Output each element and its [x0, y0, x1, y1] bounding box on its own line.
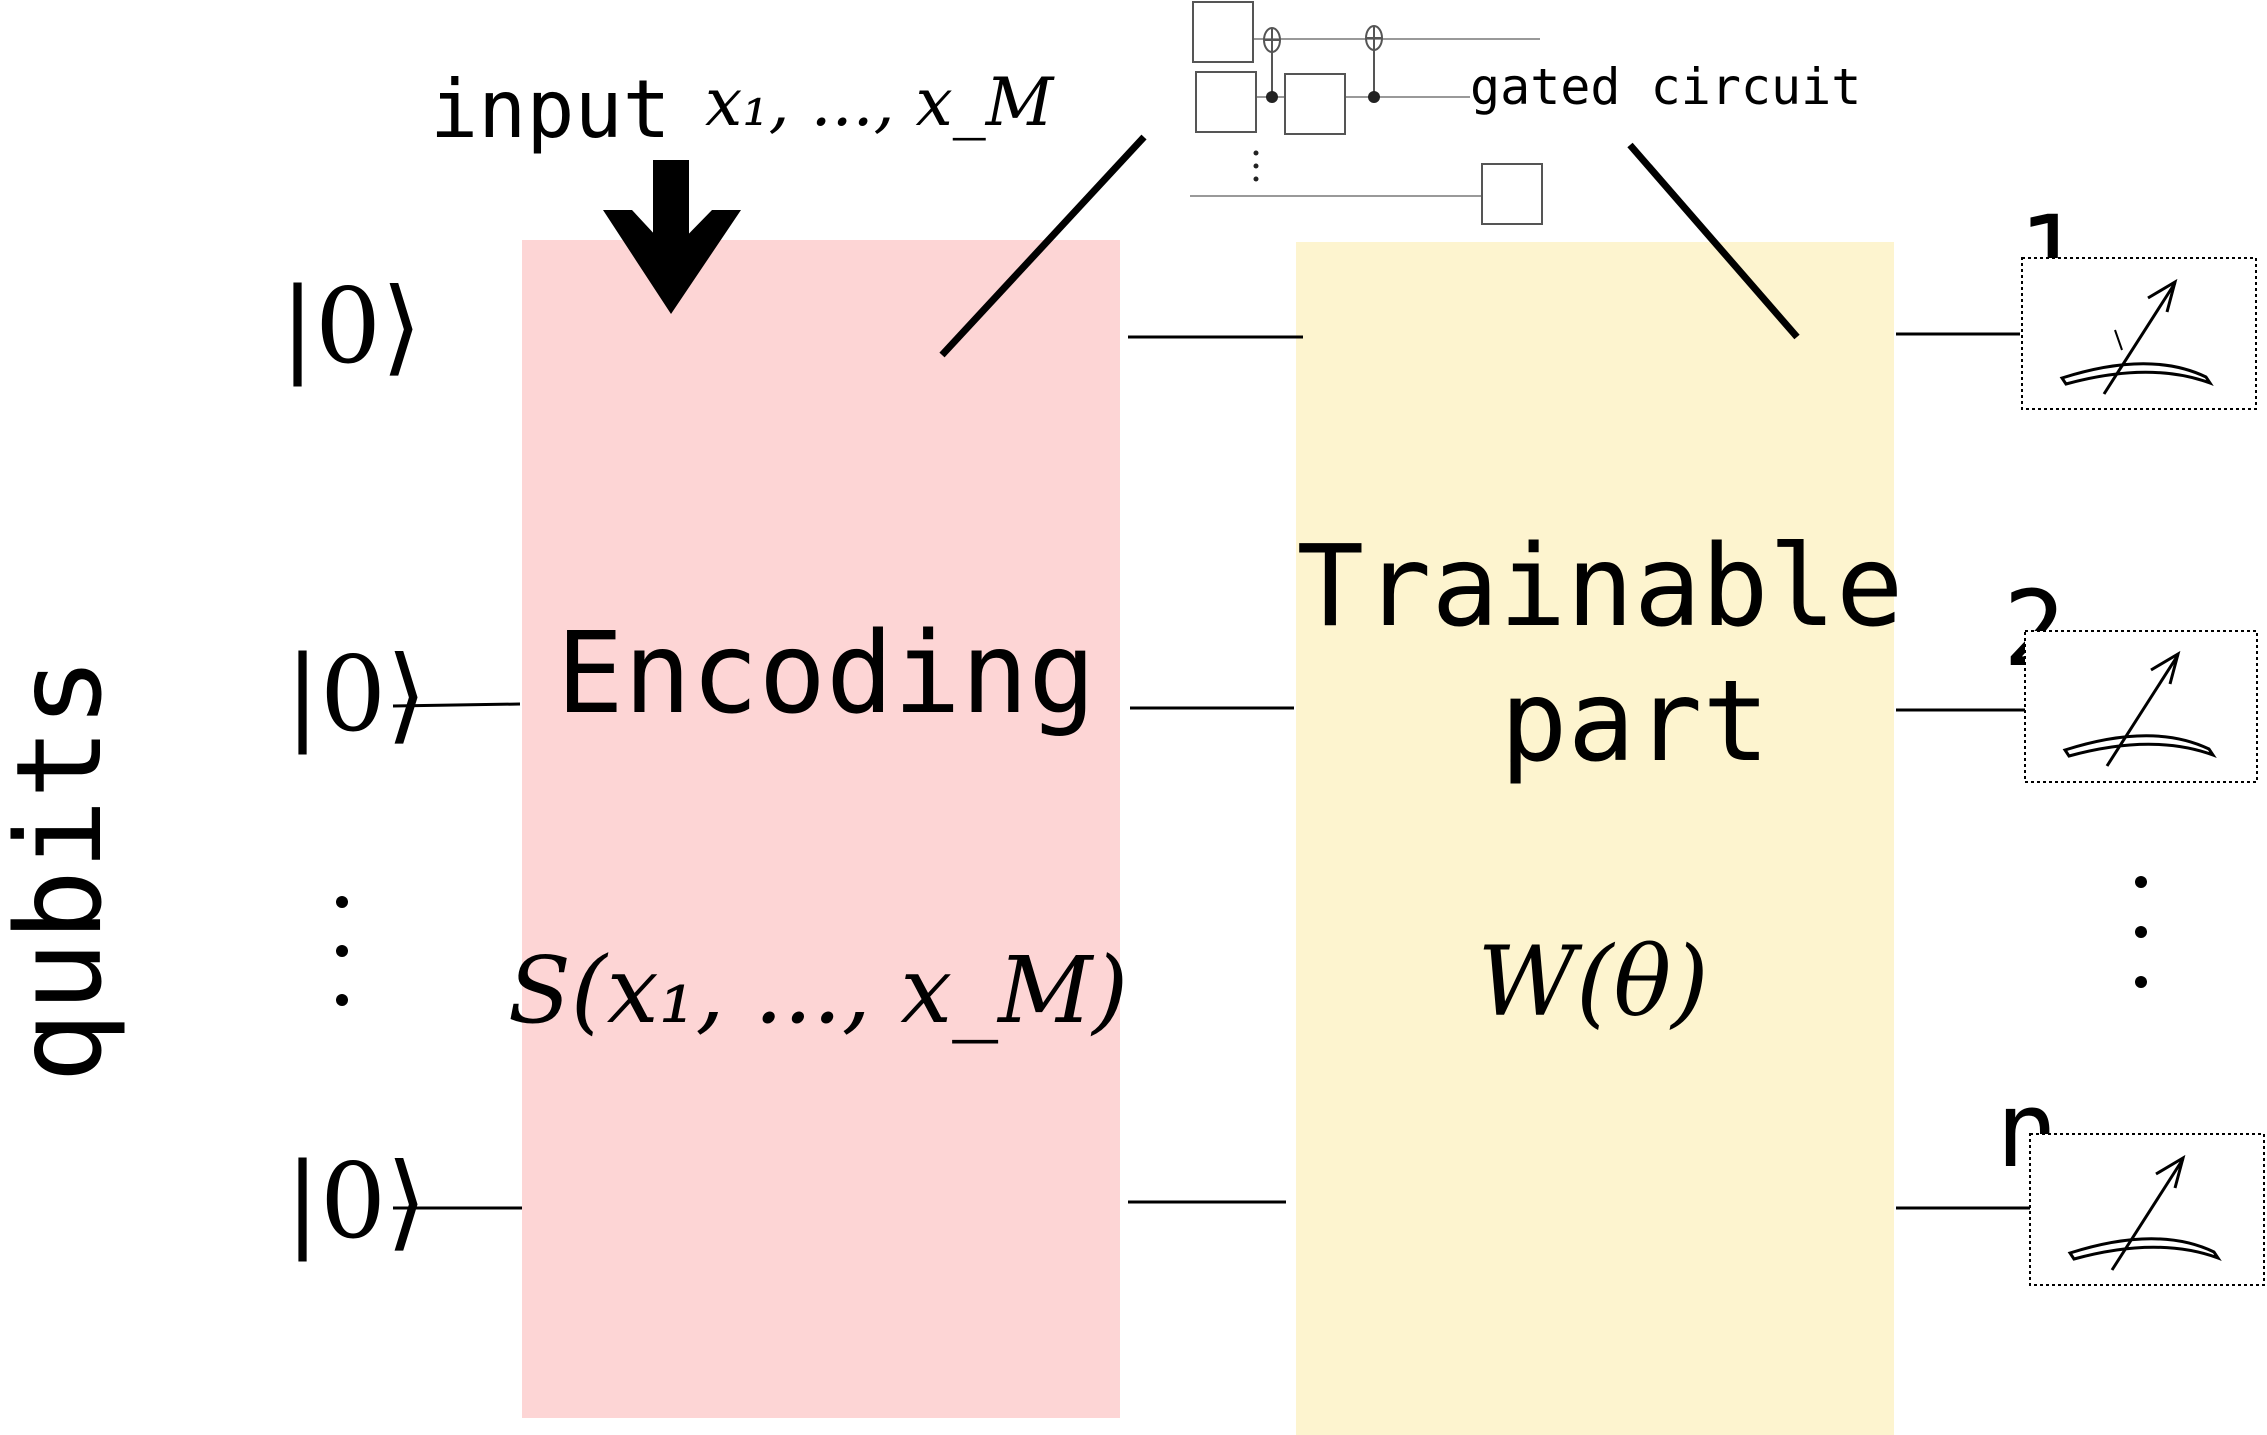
encoding-title: Encoding — [556, 609, 1095, 739]
trainable-title-line2: part — [1500, 657, 1770, 787]
trainable-title-line1: Trainable — [1297, 522, 1904, 652]
inset-gate-2 — [1195, 71, 1257, 133]
input-label: input — [430, 63, 671, 156]
qubit-n-ket: |0⟩ — [285, 1140, 427, 1262]
measurement-meter-2 — [2024, 630, 2258, 783]
encoding-block — [522, 240, 1120, 1418]
left-vertical-dots — [336, 896, 348, 1006]
inset-gate-3 — [1284, 73, 1346, 135]
inset-gate-4 — [1481, 163, 1543, 225]
zoom-lines — [939, 134, 1800, 358]
gated-circuit-inset — [1190, 1, 1543, 225]
right-vertical-dots — [2135, 876, 2147, 988]
measurement-meter-n — [2029, 1133, 2265, 1286]
qubit-2-ket: |0⟩ — [285, 633, 427, 755]
input-variables: x₁, ..., x_M — [705, 64, 1055, 141]
qubits-label: qubits — [0, 657, 128, 1083]
trainable-block — [1296, 242, 1894, 1435]
trainable-formula: W(θ) — [1477, 926, 1708, 1038]
input-arrow — [603, 160, 741, 314]
qubit-1-ket: |0⟩ — [280, 265, 422, 387]
gated-circuit-label: gated circuit — [1470, 58, 1861, 116]
qubit-wires — [392, 332, 2030, 1210]
measurement-meter-1 — [2021, 257, 2257, 410]
encoding-formula: S(x₁, ..., x_M) — [508, 937, 1128, 1044]
inset-gate-1 — [1192, 1, 1254, 63]
